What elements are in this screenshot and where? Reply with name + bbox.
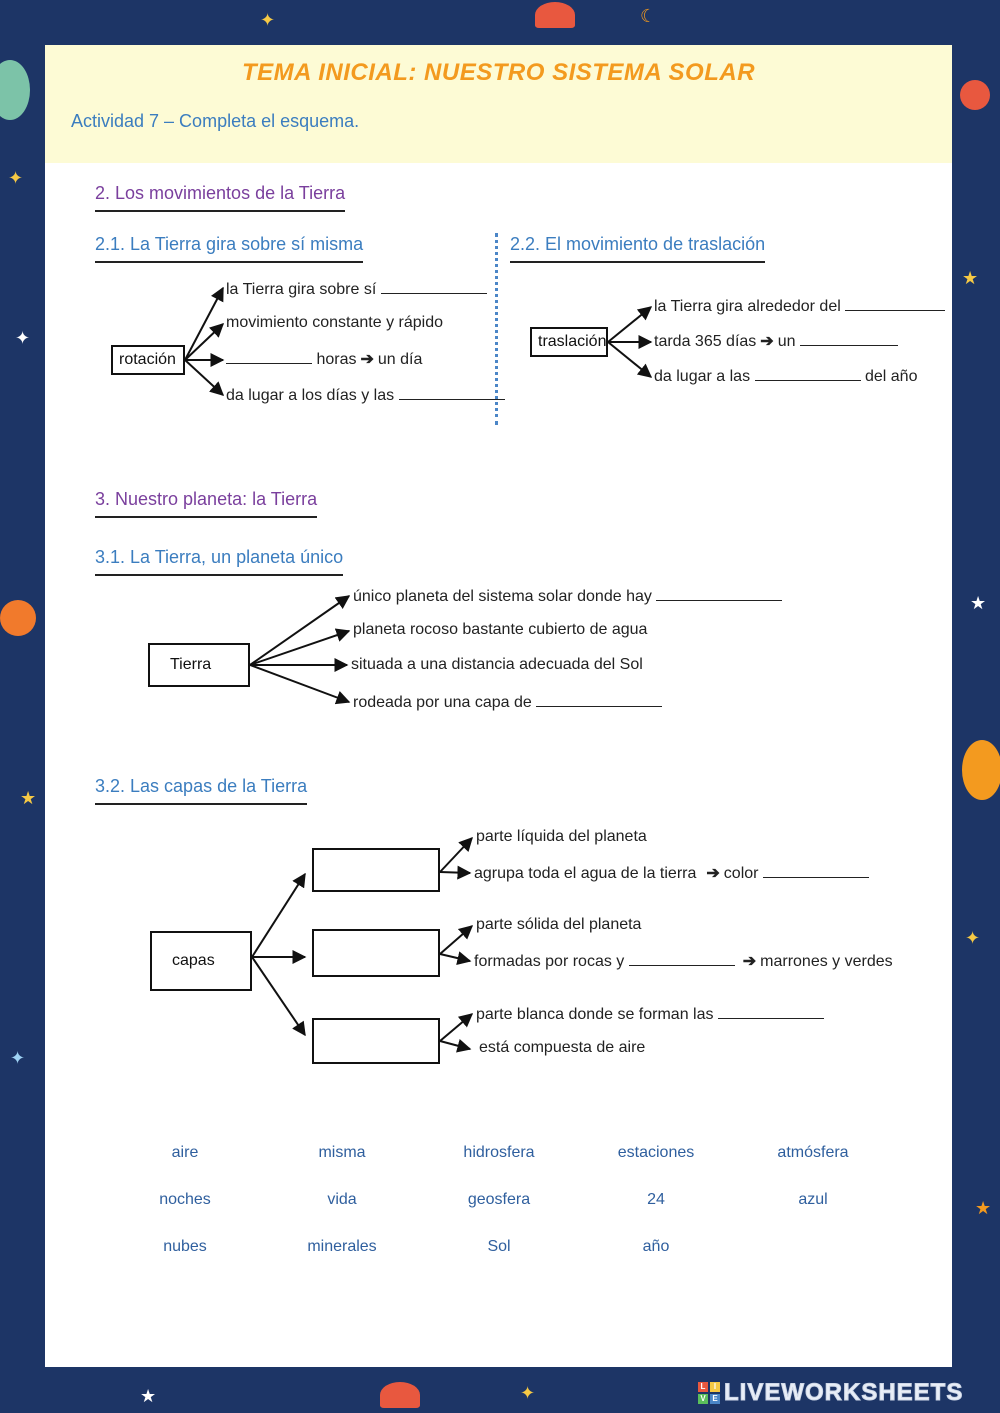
arrow [440, 954, 470, 961]
star-icon: ☾ [640, 8, 656, 26]
arrow [185, 360, 223, 395]
star-icon: ★ [975, 1200, 991, 1218]
arrow [440, 872, 470, 873]
word-chip[interactable]: azul [743, 1191, 883, 1209]
planet-icon [0, 600, 36, 636]
star-icon: ✦ [260, 12, 275, 30]
diagram-arrows [45, 45, 952, 1367]
star-icon: ★ [970, 595, 986, 613]
word-chip[interactable]: misma [272, 1144, 412, 1162]
word-chip[interactable]: minerales [272, 1238, 412, 1256]
star-icon: ✦ [520, 1385, 535, 1403]
arrow [440, 1014, 472, 1041]
star-icon: ✦ [8, 170, 23, 188]
word-chip[interactable]: estaciones [586, 1144, 726, 1162]
arrow [608, 307, 651, 342]
rocket-icon [380, 1382, 420, 1408]
arrow [250, 665, 349, 702]
logo-text: LIVEWORKSHEETS [724, 1379, 963, 1407]
word-chip[interactable]: hidrosfera [429, 1144, 569, 1162]
star-icon: ✦ [15, 330, 30, 348]
star-icon: ✦ [10, 1050, 25, 1068]
star-icon: ★ [20, 790, 36, 808]
arrow [440, 838, 472, 872]
word-chip[interactable]: vida [272, 1191, 412, 1209]
word-chip[interactable]: aire [115, 1144, 255, 1162]
word-chip[interactable]: geosfera [429, 1191, 569, 1209]
word-chip[interactable]: 24 [586, 1191, 726, 1209]
word-chip[interactable]: nubes [115, 1238, 255, 1256]
arrow [440, 1041, 470, 1049]
star-icon: ★ [962, 270, 978, 288]
word-chip[interactable]: año [586, 1238, 726, 1256]
arrow [185, 288, 223, 360]
word-chip[interactable]: noches [115, 1191, 255, 1209]
arrow [250, 631, 349, 665]
word-chip[interactable]: atmósfera [743, 1144, 883, 1162]
planet-icon [0, 60, 30, 120]
star-icon: ✦ [965, 930, 980, 948]
arrow [250, 596, 349, 665]
arrow [185, 324, 223, 360]
arrow [608, 342, 651, 377]
arrow [440, 926, 472, 954]
planet-icon [962, 740, 1000, 800]
star-icon: ★ [140, 1388, 156, 1406]
worksheet-page: TEMA INICIAL: NUESTRO SISTEMA SOLAR Acti… [45, 45, 952, 1367]
rocket-icon [535, 2, 575, 28]
arrow [252, 874, 305, 957]
word-chip[interactable]: Sol [429, 1238, 569, 1256]
planet-icon [960, 80, 990, 110]
logo-mark-icon: L I V E [698, 1382, 720, 1404]
liveworksheets-logo: L I V E LIVEWORKSHEETS [698, 1378, 963, 1408]
arrow [252, 957, 305, 1035]
